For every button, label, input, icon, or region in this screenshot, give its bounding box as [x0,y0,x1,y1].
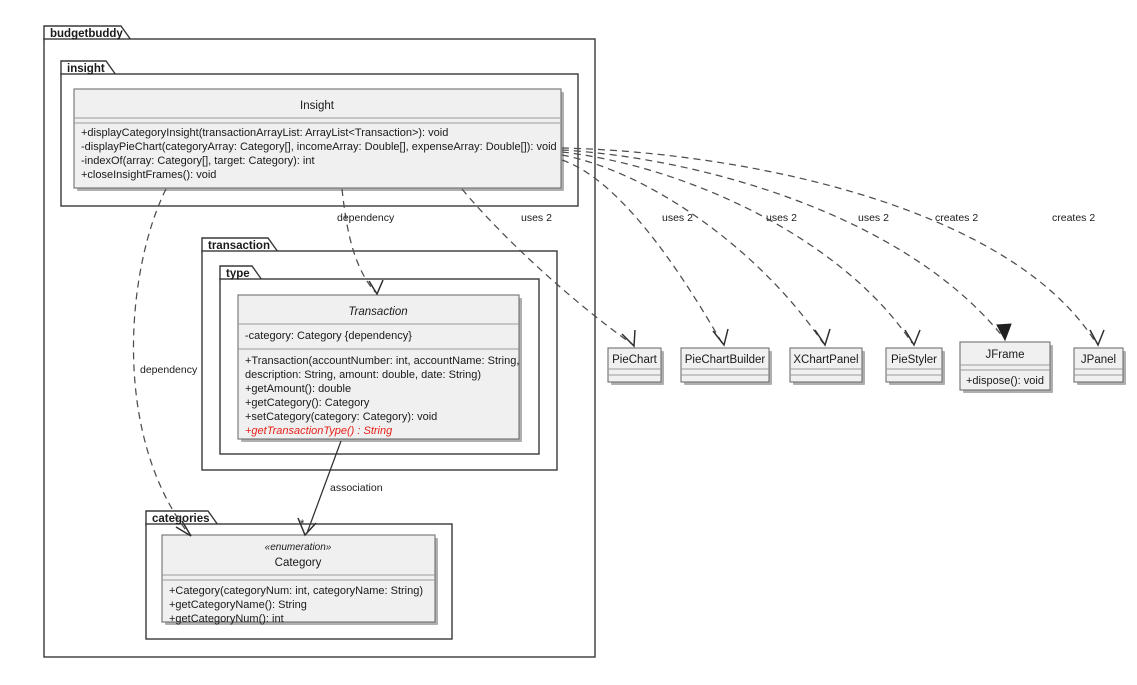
package-label-transaction: transaction [208,240,270,252]
edge-insight-transaction: dependency [337,188,395,296]
edge-line-transaction-category [306,440,342,534]
edge-arrowhead-insight-xchartpanel [814,328,831,347]
edge-label-insight-piechartbuilder: uses 2 [662,212,693,224]
class-category-method-1: +getCategoryName(): String [169,599,307,611]
class-insight-method-2: -indexOf(array: Category[], target: Cate… [81,155,315,167]
edge-insight-piestyler: uses 2 [561,151,921,347]
class-piechart[interactable]: PieChart [607,347,664,385]
class-transaction[interactable]: Transaction -category: Category {depende… [237,294,522,442]
package-label-budgetbuddy: budgetbuddy [50,28,123,40]
edge-insight-xchartpanel: uses 2 [561,154,831,347]
class-transaction-method-3: +getCategory(): Category [245,397,370,409]
edge-insight-category: dependency [132,188,198,537]
class-transaction-method-4: +setCategory(category: Category): void [245,411,437,423]
class-transaction-method-2: +getAmount(): double [245,383,351,395]
edge-insight-jframe: creates 2 [561,149,1012,342]
edge-line-insight-piechart [461,188,633,345]
class-category-method-2: +getCategoryNum(): int [169,613,284,625]
edge-line-insight-transaction [341,188,376,293]
class-piestyler-box [885,347,943,383]
edge-transaction-category: association * [297,440,383,537]
class-piestyler-title: PieStyler [891,354,937,366]
class-insight[interactable]: Insight +displayCategoryInsight(transact… [73,88,564,191]
edge-arrowhead-insight-piestyler [904,329,921,347]
edge-arrowhead-insight-piechartbuilder [712,328,729,347]
class-xchartpanel[interactable]: XChartPanel [789,347,865,385]
class-category-title: Category [275,557,322,569]
edge-label-insight-jpanel: creates 2 [1052,212,1095,224]
class-jpanel[interactable]: JPanel [1073,347,1126,385]
class-jframe-box [959,341,1051,391]
class-piechartbuilder-title: PieChartBuilder [685,354,766,366]
edge-line-insight-jpanel [561,147,1097,344]
class-jframe-method-0: +dispose(): void [966,375,1044,387]
edge-label-insight-jframe: creates 2 [935,212,978,224]
class-xchartpanel-title: XChartPanel [793,354,858,366]
class-transaction-box [237,294,520,440]
class-category-method-0: +Category(categoryNum: int, categoryName… [169,585,423,597]
edge-arrowhead-insight-jpanel [1089,329,1105,347]
edge-line-insight-piestyler [561,151,913,344]
edge-multiplicity-transaction-category: * [300,518,305,530]
class-transaction-method-0: +Transaction(accountNumber: int, account… [245,355,519,367]
edge-line-insight-xchartpanel [561,154,824,344]
class-category-box [161,534,436,623]
class-insight-method-3: +closeInsightFrames(): void [81,169,216,181]
edge-arrowhead-transaction-category [297,517,317,537]
class-jframe-title: JFrame [986,349,1025,361]
class-insight-title: Insight [300,100,335,112]
edge-line-insight-jframe [561,149,1004,338]
edge-arrowhead-insight-jframe [996,323,1012,342]
class-jpanel-title: JPanel [1081,354,1116,366]
class-insight-method-0: +displayCategoryInsight(transactionArray… [81,127,448,139]
edge-line-insight-category [132,188,189,534]
edge-label-insight-piestyler: uses 2 [858,212,889,224]
edge-label-insight-category: dependency [140,364,198,376]
class-category-stereotype: «enumeration» [265,542,332,553]
class-transaction-title: Transaction [348,306,407,318]
edge-arrowhead-insight-category [175,520,192,537]
class-piestyler[interactable]: PieStyler [885,347,945,385]
edge-arrowhead-insight-transaction [368,279,384,296]
class-insight-method-1: -displayPieChart(categoryArray: Category… [81,141,557,153]
package-label-categories: categories [152,513,210,525]
edge-insight-piechart: uses 2 [461,188,636,348]
edge-insight-jpanel: creates 2 [561,147,1105,347]
class-piechart-box [607,347,662,383]
class-transaction-method-5: +getTransactionType() : String [245,425,393,437]
class-category[interactable]: «enumeration» Category +Category(categor… [161,534,438,625]
edge-line-insight-piechartbuilder [561,159,723,344]
package-label-insight: insight [67,63,105,75]
class-insight-box [73,88,562,189]
edge-insight-piechartbuilder: uses 2 [561,159,729,347]
edge-arrowhead-insight-piechart [621,329,636,348]
package-label-type: type [226,268,250,280]
edge-label-insight-xchartpanel: uses 2 [766,212,797,224]
class-jpanel-box [1073,347,1124,383]
edge-label-insight-transaction: dependency [337,212,395,224]
class-transaction-attribute-0: -category: Category {dependency} [245,330,412,342]
class-xchartpanel-box [789,347,863,383]
class-piechartbuilder[interactable]: PieChartBuilder [680,347,772,385]
class-jframe[interactable]: JFrame +dispose(): void [959,341,1053,393]
edge-label-insight-piechart: uses 2 [521,212,552,224]
class-piechartbuilder-box [680,347,770,383]
edge-label-transaction-category: association [330,482,383,494]
class-transaction-method-1: description: String, amount: double, dat… [245,369,481,381]
class-piechart-title: PieChart [612,354,658,366]
